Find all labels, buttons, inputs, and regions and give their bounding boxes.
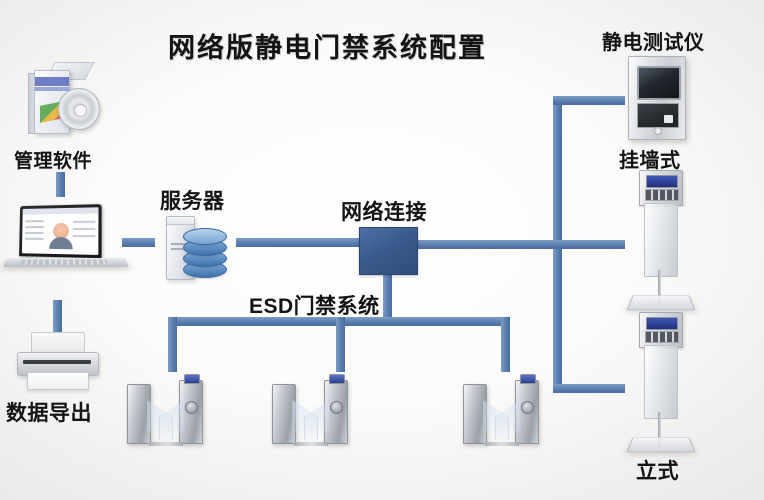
kiosk-pole — [658, 270, 661, 304]
wire-switch-to-tester-trunk — [415, 240, 561, 249]
software-box-band-secondary — [35, 87, 69, 91]
wall-tester-keypad — [637, 103, 679, 128]
cd-disc-icon — [58, 88, 100, 130]
database-disc-top — [183, 228, 227, 245]
wire-branch-stand-tester-2 — [553, 384, 625, 393]
laptop-ui-line — [25, 231, 44, 234]
wire-esd-drop-2 — [336, 317, 345, 372]
label-data-export: 数据导出 — [6, 402, 92, 425]
laptop-ui-line — [72, 220, 96, 223]
kiosk-head — [639, 170, 683, 206]
turnstile-sensor-icon — [521, 401, 534, 414]
turnstile-floor-plate — [294, 442, 328, 446]
floor-standing-esd-tester-icon — [626, 170, 696, 320]
wall-tester-panel — [628, 56, 686, 140]
kiosk-display — [646, 175, 678, 188]
laptop-ui-line — [25, 220, 44, 223]
software-box-band — [35, 77, 69, 86]
label-management-software: 管理软件 — [14, 151, 93, 172]
server-tower-vent — [171, 243, 188, 245]
laptop-ui-portrait — [53, 222, 69, 240]
kiosk-base-plate — [626, 437, 696, 453]
kiosk-base-plate — [626, 295, 696, 311]
label-network-connection: 网络连接 — [341, 201, 427, 224]
kiosk-head — [639, 312, 683, 348]
laptop-ui-line — [72, 235, 96, 238]
turnstile-sensor-icon — [330, 401, 343, 414]
kiosk-column — [644, 203, 678, 277]
printer-paper-tray — [31, 332, 85, 355]
wall-tester-display — [637, 66, 681, 100]
network-switch-icon — [359, 227, 418, 275]
printer-output-paper — [27, 372, 89, 390]
laptop-ui-line — [72, 227, 96, 230]
server-tower-cap — [167, 217, 194, 225]
label-wall-mounted: 挂墙式 — [619, 150, 681, 172]
label-esd-access-system: ESD门禁系统 — [249, 295, 380, 318]
kiosk-keypad — [645, 189, 679, 201]
kiosk-pole — [658, 412, 661, 446]
wire-esd-drop-1 — [168, 317, 177, 372]
label-esd-tester: 静电测试仪 — [602, 32, 705, 54]
turnstile-floor-plate — [149, 442, 183, 446]
turnstile-card-reader — [520, 374, 536, 384]
esd-turnstile-gate-icon — [272, 372, 350, 450]
laptop-screen — [19, 204, 102, 259]
wall-mounted-esd-tester-icon — [628, 56, 686, 140]
kiosk-display — [646, 317, 678, 330]
printer-slot — [23, 360, 91, 364]
software-box-cd-icon — [28, 62, 104, 142]
laptop-ui-toolbar — [22, 207, 99, 215]
label-floor-standing: 立式 — [636, 460, 679, 483]
wire-esd-drop-3 — [501, 317, 510, 372]
server-database-icon — [166, 212, 228, 282]
turnstile-sensor-icon — [185, 401, 198, 414]
wire-laptop-to-server — [122, 238, 155, 247]
wire-branch-stand-tester-1 — [553, 240, 625, 249]
turnstile-pillar-right — [179, 374, 203, 444]
esd-turnstile-gate-icon — [127, 372, 205, 450]
laptop-ui-line — [24, 237, 44, 240]
wire-branch-wall-tester — [553, 96, 625, 105]
wire-switch-to-esd-bus — [383, 272, 392, 317]
floor-standing-esd-tester-icon — [626, 312, 696, 462]
laptop-icon — [3, 204, 131, 277]
laptop-ui-line — [25, 226, 44, 229]
laptop-keyboard — [20, 259, 108, 265]
kiosk-keypad — [645, 331, 679, 343]
label-server: 服务器 — [160, 190, 225, 213]
wire-software-to-laptop — [56, 172, 65, 197]
turnstile-pillar-right — [324, 374, 348, 444]
turnstile-card-reader — [184, 374, 200, 384]
turnstile-card-reader — [329, 374, 345, 384]
printer-icon — [17, 332, 99, 390]
wall-tester-indicator — [654, 127, 662, 135]
database-cylinder — [183, 228, 227, 280]
wire-laptop-to-printer — [53, 300, 62, 332]
wire-server-to-switch — [236, 238, 360, 247]
turnstile-floor-plate — [485, 442, 519, 446]
page-title: 网络版静电门禁系统配置 — [168, 33, 487, 63]
server-tower-vent — [171, 248, 188, 250]
kiosk-column — [644, 345, 678, 419]
esd-turnstile-gate-icon — [463, 372, 541, 450]
laptop-screen-ui — [21, 207, 99, 255]
